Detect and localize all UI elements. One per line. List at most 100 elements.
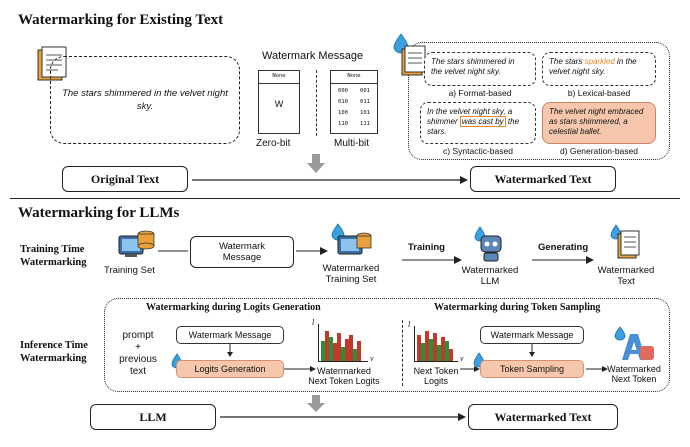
watermarked-training-set-label: Watermarked Training Set	[308, 263, 394, 286]
multi-bit-cell: 011	[360, 99, 370, 105]
logit-bar	[421, 343, 425, 361]
syntactic-based-caption: c) Syntactic-based	[443, 146, 513, 156]
multi-bit-table: None 000 001 010 011 100 101 110 111	[330, 70, 378, 134]
next-token-logits-chart	[414, 326, 458, 362]
syntactic-sample-line: In the velvet night sky, a	[427, 107, 513, 116]
watermark-message-box-right: Watermark Message	[480, 326, 584, 344]
training-time-label: Training Time Watermarking	[20, 244, 87, 269]
arrow	[284, 366, 316, 372]
watermark-samples-group	[408, 42, 670, 160]
watermarked-next-token-logits-label: Watermarked Next Token Logits	[296, 366, 392, 387]
multi-bit-cell: 010	[338, 99, 348, 105]
prompt-line: previous	[119, 354, 157, 365]
prompt-line: text	[129, 366, 147, 377]
generation-sample-line: as stars shimmered, a	[549, 117, 628, 126]
multi-bit-cell: 111	[360, 121, 370, 127]
logit-bar	[349, 335, 353, 361]
logit-bar	[433, 333, 437, 361]
generation-based-sample: The velvet night embraced as stars shimm…	[542, 102, 656, 144]
arrow	[220, 413, 466, 421]
format-based-sample: The stars shimmered in the velvet night …	[424, 52, 536, 86]
training-set-label: Training Set	[104, 265, 155, 276]
token-sampling-box: Token Sampling	[480, 360, 584, 378]
watermarked-logits-chart	[318, 324, 368, 362]
watermarked-document-icon	[610, 224, 640, 259]
lexical-based-sample: The stars sparkled in the velvet night s…	[542, 52, 656, 86]
logits-label-line: Next Token Logits	[308, 376, 380, 387]
syntactic-based-sample: In the velvet night sky, a shimmer was c…	[420, 102, 536, 144]
token-sampling-title: Watermarking during Token Sampling	[434, 302, 601, 313]
axis-l-label: l	[312, 318, 315, 327]
logit-bar	[345, 339, 349, 361]
arrow	[158, 247, 328, 255]
watermarked-database-icon	[331, 223, 372, 255]
zero-bit-label: Zero-bit	[256, 138, 291, 149]
format-sample-line: The stars shimmered in	[431, 57, 515, 66]
next-token-logits-label: Next Token Logits	[404, 366, 468, 387]
multi-bit-label: Multi-bit	[334, 138, 370, 149]
next-token-logits-line: Next Token	[413, 366, 459, 376]
multi-bit-cell: 001	[360, 88, 370, 94]
next-token-logits-line: Logits	[423, 376, 449, 387]
syntactic-sample-line: stars.	[427, 127, 447, 136]
watermarked-text-line: Watermarked	[597, 265, 655, 276]
watermarked-text-box-bottom: Watermarked Text	[468, 404, 618, 430]
logit-bar	[329, 337, 333, 361]
lexical-based-caption: b) Lexical-based	[567, 88, 631, 98]
watermarked-text-box: Watermarked Text	[470, 166, 616, 192]
inference-time-label-line: Watermarking	[20, 352, 87, 364]
prompt-label: prompt + previous text	[112, 330, 164, 378]
logit-bar	[321, 341, 325, 361]
training-time-label-line: Training Time	[20, 244, 85, 255]
arrow	[529, 344, 535, 357]
axis-v-label: v	[370, 354, 374, 363]
original-text-box: Original Text	[62, 166, 188, 192]
multi-bit-header: None	[347, 73, 361, 79]
zero-bit-value: W	[274, 99, 284, 109]
next-token-line: Watermarked	[607, 364, 661, 374]
zero-bit-header: None	[272, 73, 286, 79]
arrow	[192, 176, 468, 184]
logit-bar	[325, 331, 329, 361]
logit-bar	[441, 337, 445, 361]
format-sample-line: the velvet night sky.	[431, 67, 501, 76]
watermark-message-box: Watermark Message	[190, 236, 294, 268]
database-icon	[118, 230, 155, 257]
logits-generation-box: Logits Generation	[176, 360, 284, 378]
arrow	[460, 366, 608, 372]
document-icon	[401, 45, 426, 76]
generation-sample-line: The velvet night embraced	[549, 107, 644, 116]
multi-bit-cell: 101	[360, 110, 370, 116]
watermarked-next-token-label: Watermarked Next Token	[600, 364, 668, 385]
prompt-line: prompt	[122, 330, 154, 341]
watermarked-text-line: Text	[617, 275, 635, 287]
generation-sample-line: celestial ballet.	[549, 127, 602, 136]
lexical-sample-text: in the	[614, 57, 637, 66]
lexical-highlight: sparkled	[584, 57, 615, 66]
logit-bar	[417, 335, 421, 361]
section-title-existing-text: Watermarking for Existing Text	[18, 12, 224, 28]
logit-bar	[445, 341, 449, 361]
robot-icon	[474, 226, 502, 262]
section-title-llms: Watermarking for LLMs	[18, 205, 180, 221]
multi-bit-cell: 000	[338, 88, 348, 94]
zero-bit-table: None W	[258, 70, 300, 134]
logit-bar	[429, 339, 433, 361]
watermarked-llm-line: LLM	[480, 275, 500, 287]
syntactic-sample-text: shimmer	[427, 117, 460, 126]
syntactic-sample-text: the	[505, 117, 520, 126]
inference-time-label: Inference Time Watermarking	[20, 340, 88, 365]
next-token-line: Next Token	[611, 374, 657, 385]
watermarked-llm-label: Watermarked LLM	[458, 265, 522, 288]
multi-bit-cell: 110	[338, 121, 348, 127]
token-letter-icon	[614, 326, 654, 360]
inference-time-label-line: Inference Time	[20, 340, 88, 351]
training-time-label-line: Watermarking	[20, 256, 87, 268]
logit-bar	[357, 341, 361, 361]
syntactic-highlight: was cast by	[459, 116, 506, 127]
down-arrow-icon	[307, 154, 325, 173]
inference-divider	[402, 320, 403, 386]
watermark-message-box-left: Watermark Message	[176, 326, 284, 344]
original-sample-text: The stars shimmered in the velvet night …	[62, 88, 228, 112]
logit-bar	[353, 349, 357, 361]
